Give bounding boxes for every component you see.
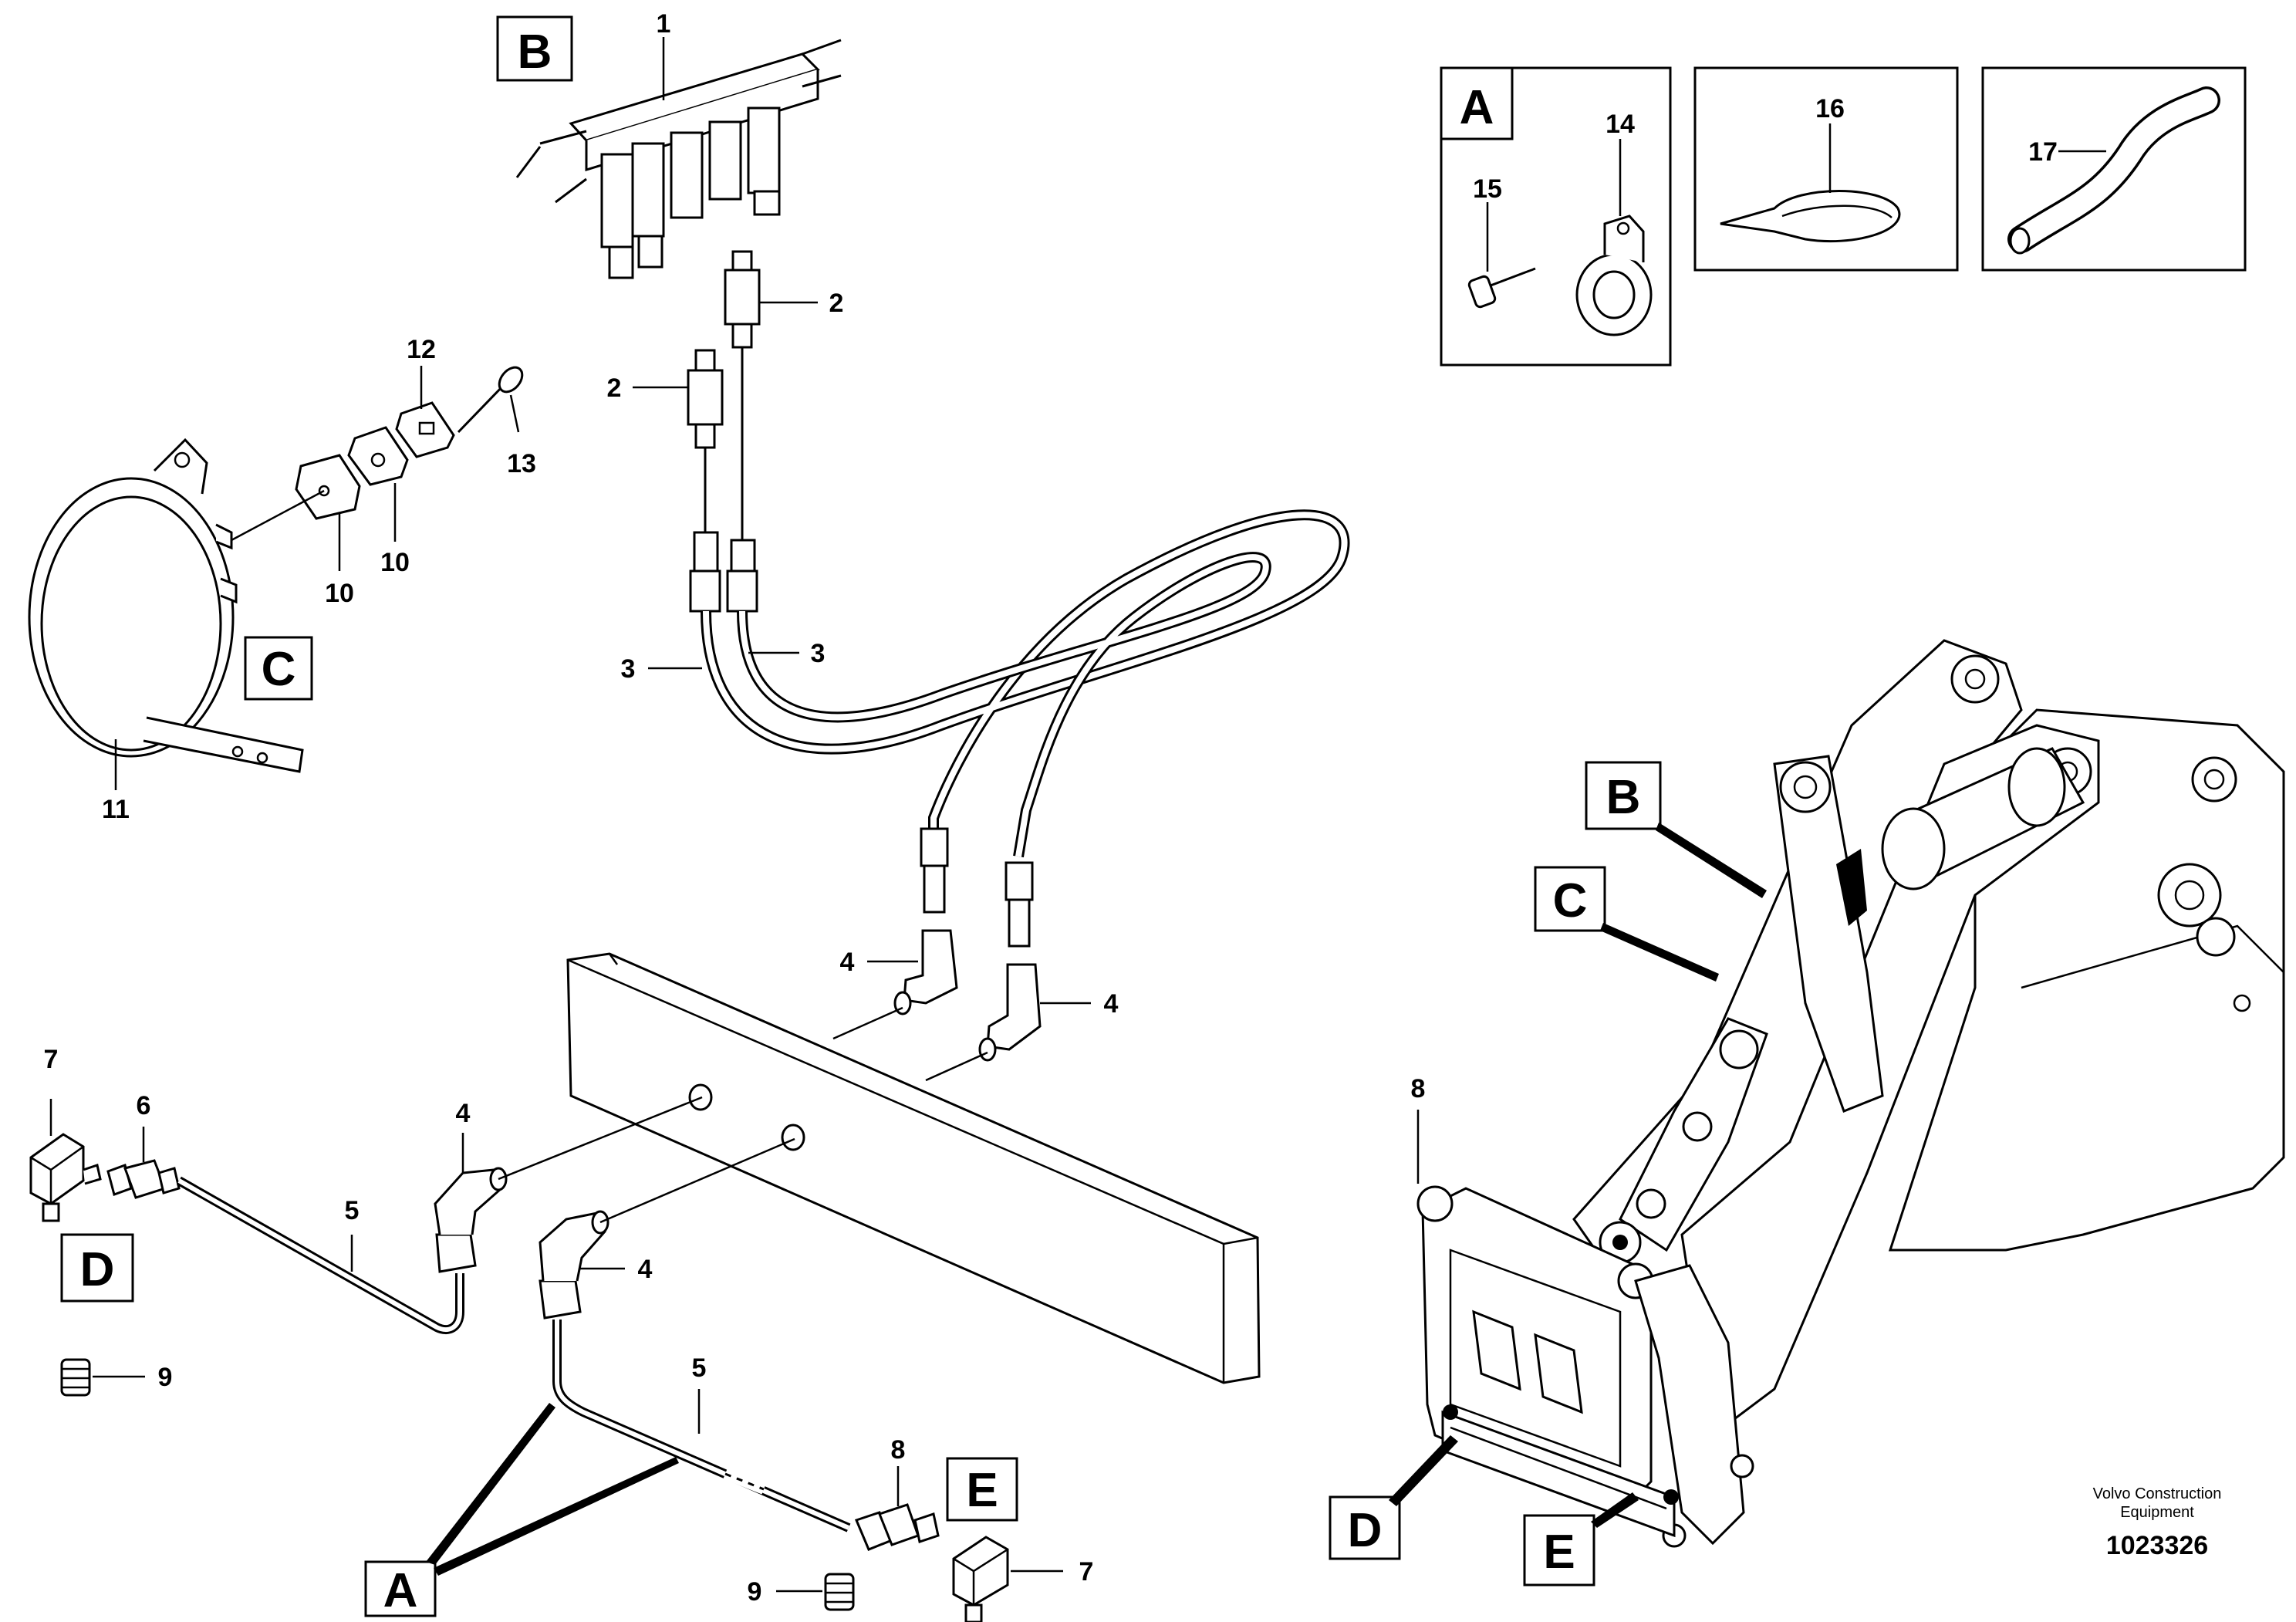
plug-9-right	[824, 1573, 855, 1611]
angle-fitting-7-left	[29, 1133, 102, 1222]
fitting-2-lower	[687, 349, 724, 449]
elbow-4-upper-right	[978, 963, 1042, 1062]
clip-plates	[295, 401, 455, 520]
hoses-3	[701, 509, 1350, 948]
part-number-11: 11	[102, 795, 130, 824]
bolt-13	[457, 366, 524, 434]
document-number: 1023326	[2106, 1531, 2208, 1560]
part-number-2: 2	[607, 373, 622, 403]
part-number-14: 14	[1606, 110, 1635, 139]
credit-line-2: Equipment	[2120, 1504, 2194, 1521]
callout-c-loader: C	[1534, 866, 1719, 982]
elbow-4-lower-left	[434, 1167, 508, 1273]
view-label-e: E	[1543, 1526, 1575, 1579]
view-label-b: B	[518, 25, 552, 79]
part-number-8: 8	[1411, 1074, 1426, 1103]
part-number-6: 6	[137, 1091, 151, 1120]
elbow-4-lower-right	[539, 1210, 609, 1320]
adapter-8-lower	[854, 1503, 940, 1551]
clip-part	[1575, 215, 1653, 336]
part-number-4: 4	[840, 948, 855, 977]
part-number-4: 4	[1104, 989, 1119, 1019]
elbow-4-upper-left	[893, 929, 958, 1015]
part-number-3: 3	[811, 639, 826, 668]
view-label-c: C	[1553, 874, 1588, 928]
callout-b-loader: B	[1585, 761, 1767, 898]
view-label-d: D	[80, 1243, 115, 1296]
view-label-d: D	[1348, 1504, 1383, 1557]
view-label-a: A	[383, 1564, 418, 1617]
callout-a-bottom: A	[364, 1403, 679, 1617]
part-number-4: 4	[638, 1255, 653, 1284]
credit-block: Volvo Construction Equipment 1023326	[2093, 1485, 2222, 1560]
part-number-2: 2	[829, 289, 844, 318]
part-number-8: 8	[891, 1435, 906, 1465]
callout-d-loader: D	[1329, 1435, 1458, 1560]
part-number-1: 1	[657, 9, 671, 39]
part-number-16: 16	[1815, 94, 1845, 123]
plug-9-left	[60, 1358, 91, 1397]
inset-cable-tie: 16	[1693, 66, 1959, 272]
view-e-line: 4 5 8 E 7 9	[539, 1137, 1094, 1622]
part-number-13: 13	[507, 449, 536, 478]
view-d-line: D 7 6 5 4	[29, 1045, 703, 1397]
part-number-10: 10	[325, 579, 354, 608]
view-label-e: E	[966, 1464, 998, 1517]
part-number-4: 4	[456, 1099, 471, 1128]
part-number-7: 7	[1079, 1557, 1094, 1587]
inset-label-a: A	[1460, 81, 1494, 134]
part-number-3: 3	[621, 654, 636, 684]
view-label-b: B	[1606, 771, 1641, 824]
screw-part	[1467, 265, 1536, 309]
inset-a-clip-screw: A 14 15	[1440, 66, 1672, 367]
part-number-12: 12	[407, 335, 436, 364]
fitting-2-upper	[724, 250, 761, 349]
cross-beam	[566, 952, 1261, 1384]
distributor-block	[515, 39, 842, 279]
part-number-7: 7	[44, 1045, 59, 1074]
part-number-5: 5	[345, 1196, 360, 1225]
view-label-c: C	[262, 643, 296, 696]
adapter-6	[106, 1159, 181, 1199]
part-number-15: 15	[1473, 174, 1502, 204]
inset-hose: 17	[1981, 66, 2247, 272]
credit-line-1: Volvo Construction	[2093, 1485, 2222, 1502]
part-number-9: 9	[748, 1577, 762, 1607]
view-c-clamp: C 11 10 10	[28, 335, 536, 824]
view-b-distributor: B 1 2	[496, 9, 844, 613]
part-number-17: 17	[2028, 137, 2058, 167]
part-number-10: 10	[380, 548, 410, 577]
callout-e-loader: E	[1523, 1492, 1639, 1587]
loader-frame	[1416, 639, 2285, 1548]
part-number-5: 5	[692, 1353, 707, 1383]
angle-fitting-7-right	[952, 1536, 1009, 1622]
ring-clamp	[28, 438, 304, 773]
part-number-9: 9	[158, 1363, 173, 1392]
